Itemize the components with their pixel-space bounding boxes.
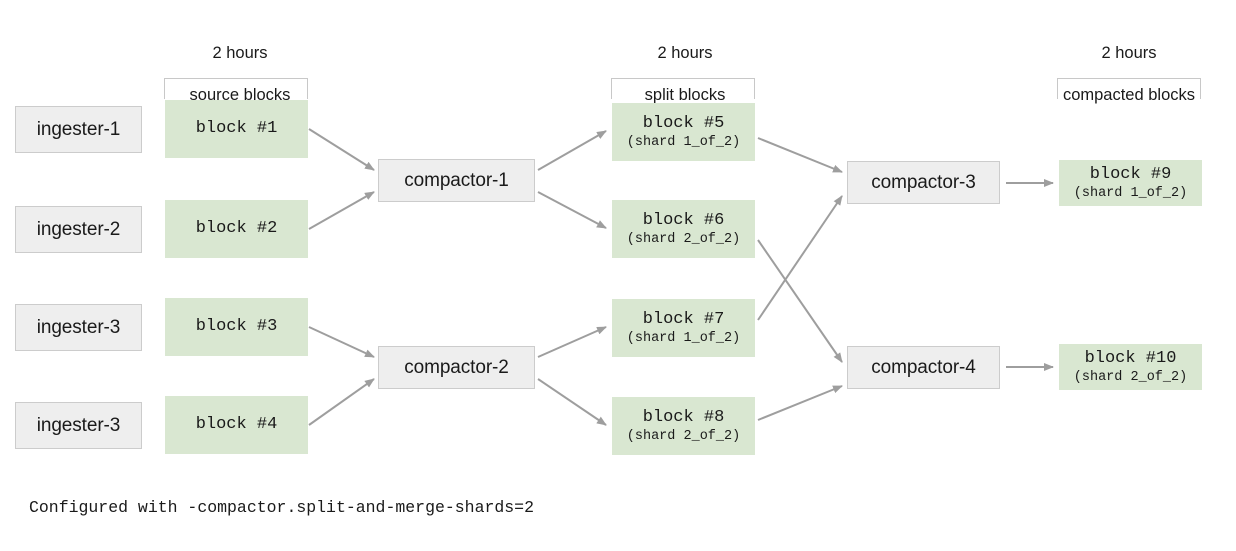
block-title: block #8 [642,407,725,427]
block-title: block #9 [1089,164,1172,184]
ingester-3b-box[interactable]: ingester-3 [15,402,142,449]
caption-line-2: compacted blocks [1062,86,1196,105]
edge-block8-compactor4 [757,385,843,421]
edge-block3-compactor2 [308,326,375,358]
edge-block4-compactor2 [308,378,375,426]
edge-compactor2-block7 [537,326,607,358]
edge-block7-compactor3 [757,195,843,321]
edge-compactor2-block8 [537,378,607,426]
block-title: block #6 [642,210,725,230]
block-title: block #1 [195,119,278,139]
ingester-label: ingester-3 [36,414,121,436]
edge-compactor1-block6 [537,191,607,229]
configuration-footnote: Configured with -compactor.split-and-mer… [29,498,534,517]
compactor-2-box[interactable]: compactor-2 [378,346,535,389]
block-title: block #2 [195,219,278,239]
split-block-7[interactable]: block #7 (shard 1_of_2) [612,299,755,357]
edge-block2-compactor1 [308,191,375,230]
bracket-source-blocks [164,78,308,99]
source-block-2[interactable]: block #2 [165,200,308,258]
edge-block6-compactor4 [757,239,843,363]
ingester-3a-box[interactable]: ingester-3 [15,304,142,351]
block-shard: (shard 2_of_2) [626,428,741,444]
block-title: block #5 [642,113,725,133]
column-caption-compacted: 2 hours compacted blocks [1039,22,1219,128]
block-shard: (shard 1_of_2) [626,330,741,346]
caption-line-1: 2 hours [1101,44,1157,63]
ingester-1-box[interactable]: ingester-1 [15,106,142,153]
ingester-label: ingester-1 [36,118,121,140]
block-title: block #10 [1084,348,1177,368]
compactor-label: compactor-1 [404,169,509,191]
bracket-compacted-blocks [1057,78,1201,99]
compactor-label: compactor-2 [404,356,509,378]
ingester-2-box[interactable]: ingester-2 [15,206,142,253]
compacted-block-10[interactable]: block #10 (shard 2_of_2) [1059,344,1202,390]
bracket-split-blocks [611,78,755,99]
compactor-4-box[interactable]: compactor-4 [847,346,1000,389]
compactor-3-box[interactable]: compactor-3 [847,161,1000,204]
ingester-label: ingester-3 [36,316,121,338]
caption-line-1: 2 hours [657,44,713,63]
column-caption-source: 2 hours source blocks [150,22,330,128]
compactor-label: compactor-4 [871,356,976,378]
block-title: block #3 [195,317,278,337]
block-shard: (shard 2_of_2) [1073,369,1188,385]
caption-line-1: 2 hours [212,44,268,63]
compacted-block-9[interactable]: block #9 (shard 1_of_2) [1059,160,1202,206]
source-block-4[interactable]: block #4 [165,396,308,454]
edge-compactor1-block5 [537,130,607,171]
block-title: block #4 [195,415,278,435]
compactor-1-box[interactable]: compactor-1 [378,159,535,202]
source-block-3[interactable]: block #3 [165,298,308,356]
block-shard: (shard 1_of_2) [1073,185,1188,201]
ingester-label: ingester-2 [36,218,121,240]
compactor-label: compactor-3 [871,171,976,193]
column-caption-split: 2 hours split blocks [595,22,775,128]
block-shard: (shard 1_of_2) [626,134,741,150]
block-title: block #7 [642,309,725,329]
edge-block5-compactor3 [757,137,843,173]
split-block-6[interactable]: block #6 (shard 2_of_2) [612,200,755,258]
split-block-5[interactable]: block #5 (shard 1_of_2) [612,103,755,161]
edge-block1-compactor1 [308,128,375,171]
block-shard: (shard 2_of_2) [626,231,741,247]
split-block-8[interactable]: block #8 (shard 2_of_2) [612,397,755,455]
caption-line-2: source blocks [189,86,291,105]
caption-line-2: split blocks [644,86,726,105]
source-block-1[interactable]: block #1 [165,100,308,158]
